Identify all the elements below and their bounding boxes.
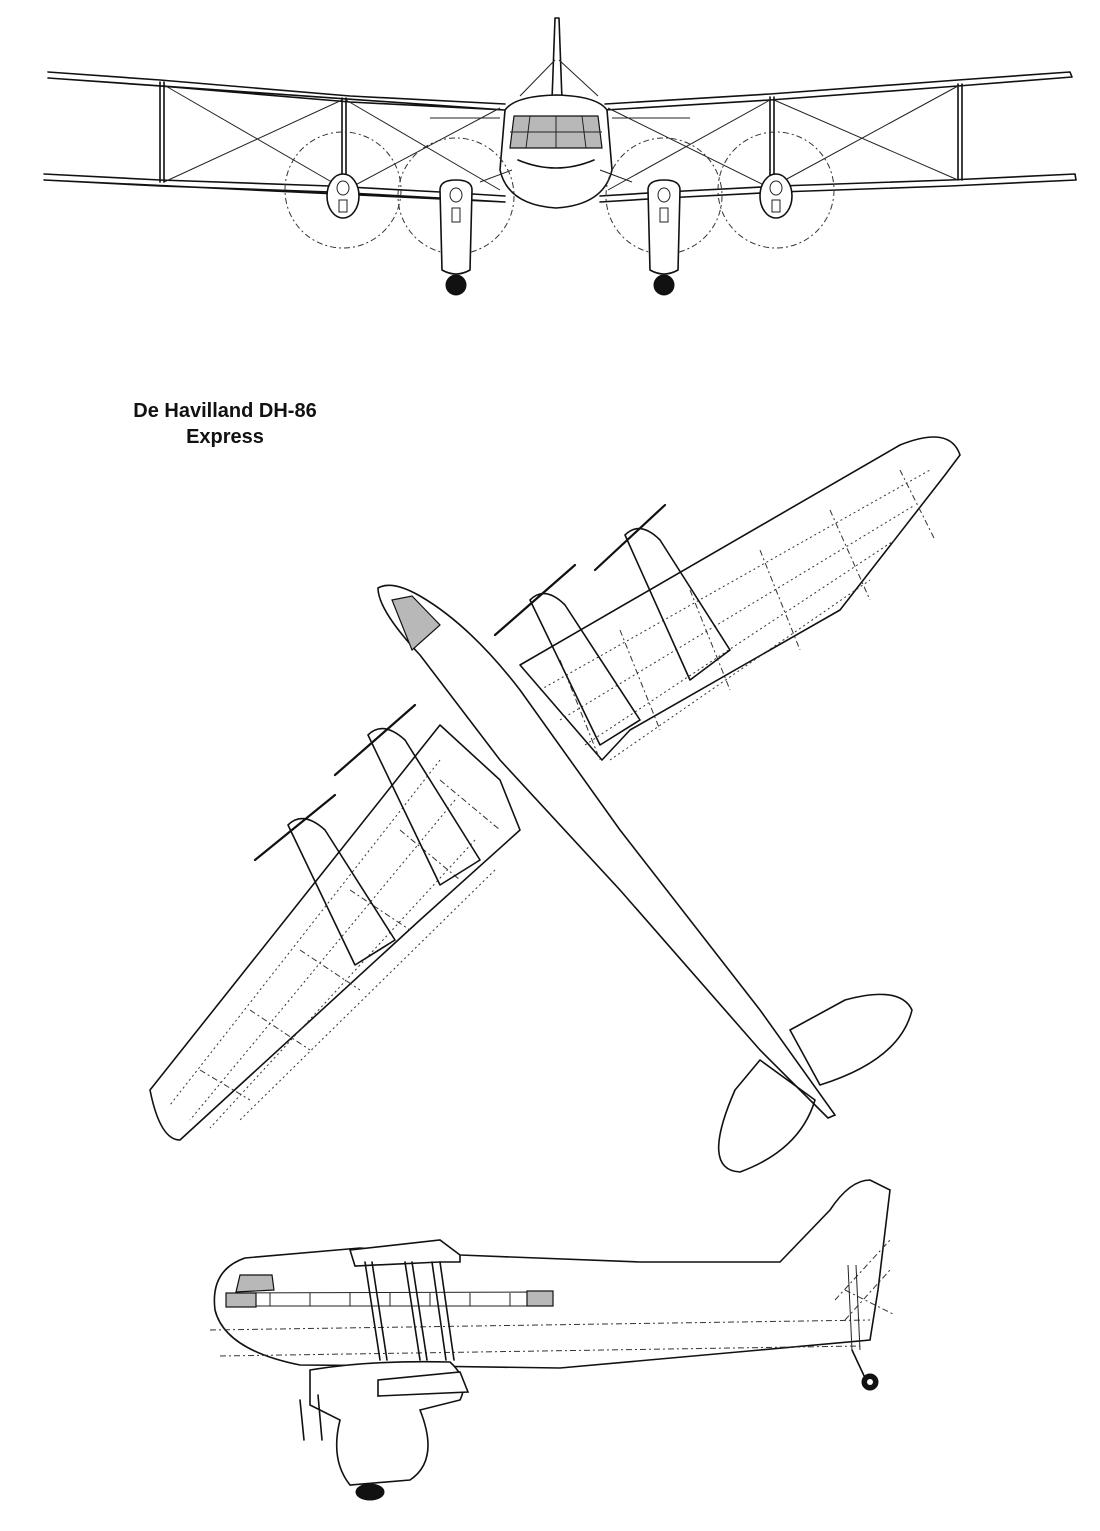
front-engine-inner-left	[439, 179, 473, 296]
top-engine-2	[493, 563, 641, 746]
front-view	[43, 17, 1077, 296]
front-engine-outer-right	[759, 173, 793, 219]
top-engine-3	[333, 703, 481, 886]
top-engine-1	[593, 503, 731, 681]
side-view	[209, 1179, 896, 1501]
front-engine-inner-right	[647, 179, 681, 296]
drawing-title: De Havilland DH-86 Express	[100, 398, 350, 450]
top-engine-4	[253, 793, 396, 966]
title-line-1: De Havilland DH-86	[133, 400, 317, 422]
front-engine-outer-left	[326, 173, 360, 219]
title-line-2: Express	[186, 426, 264, 448]
top-view	[149, 436, 961, 1173]
